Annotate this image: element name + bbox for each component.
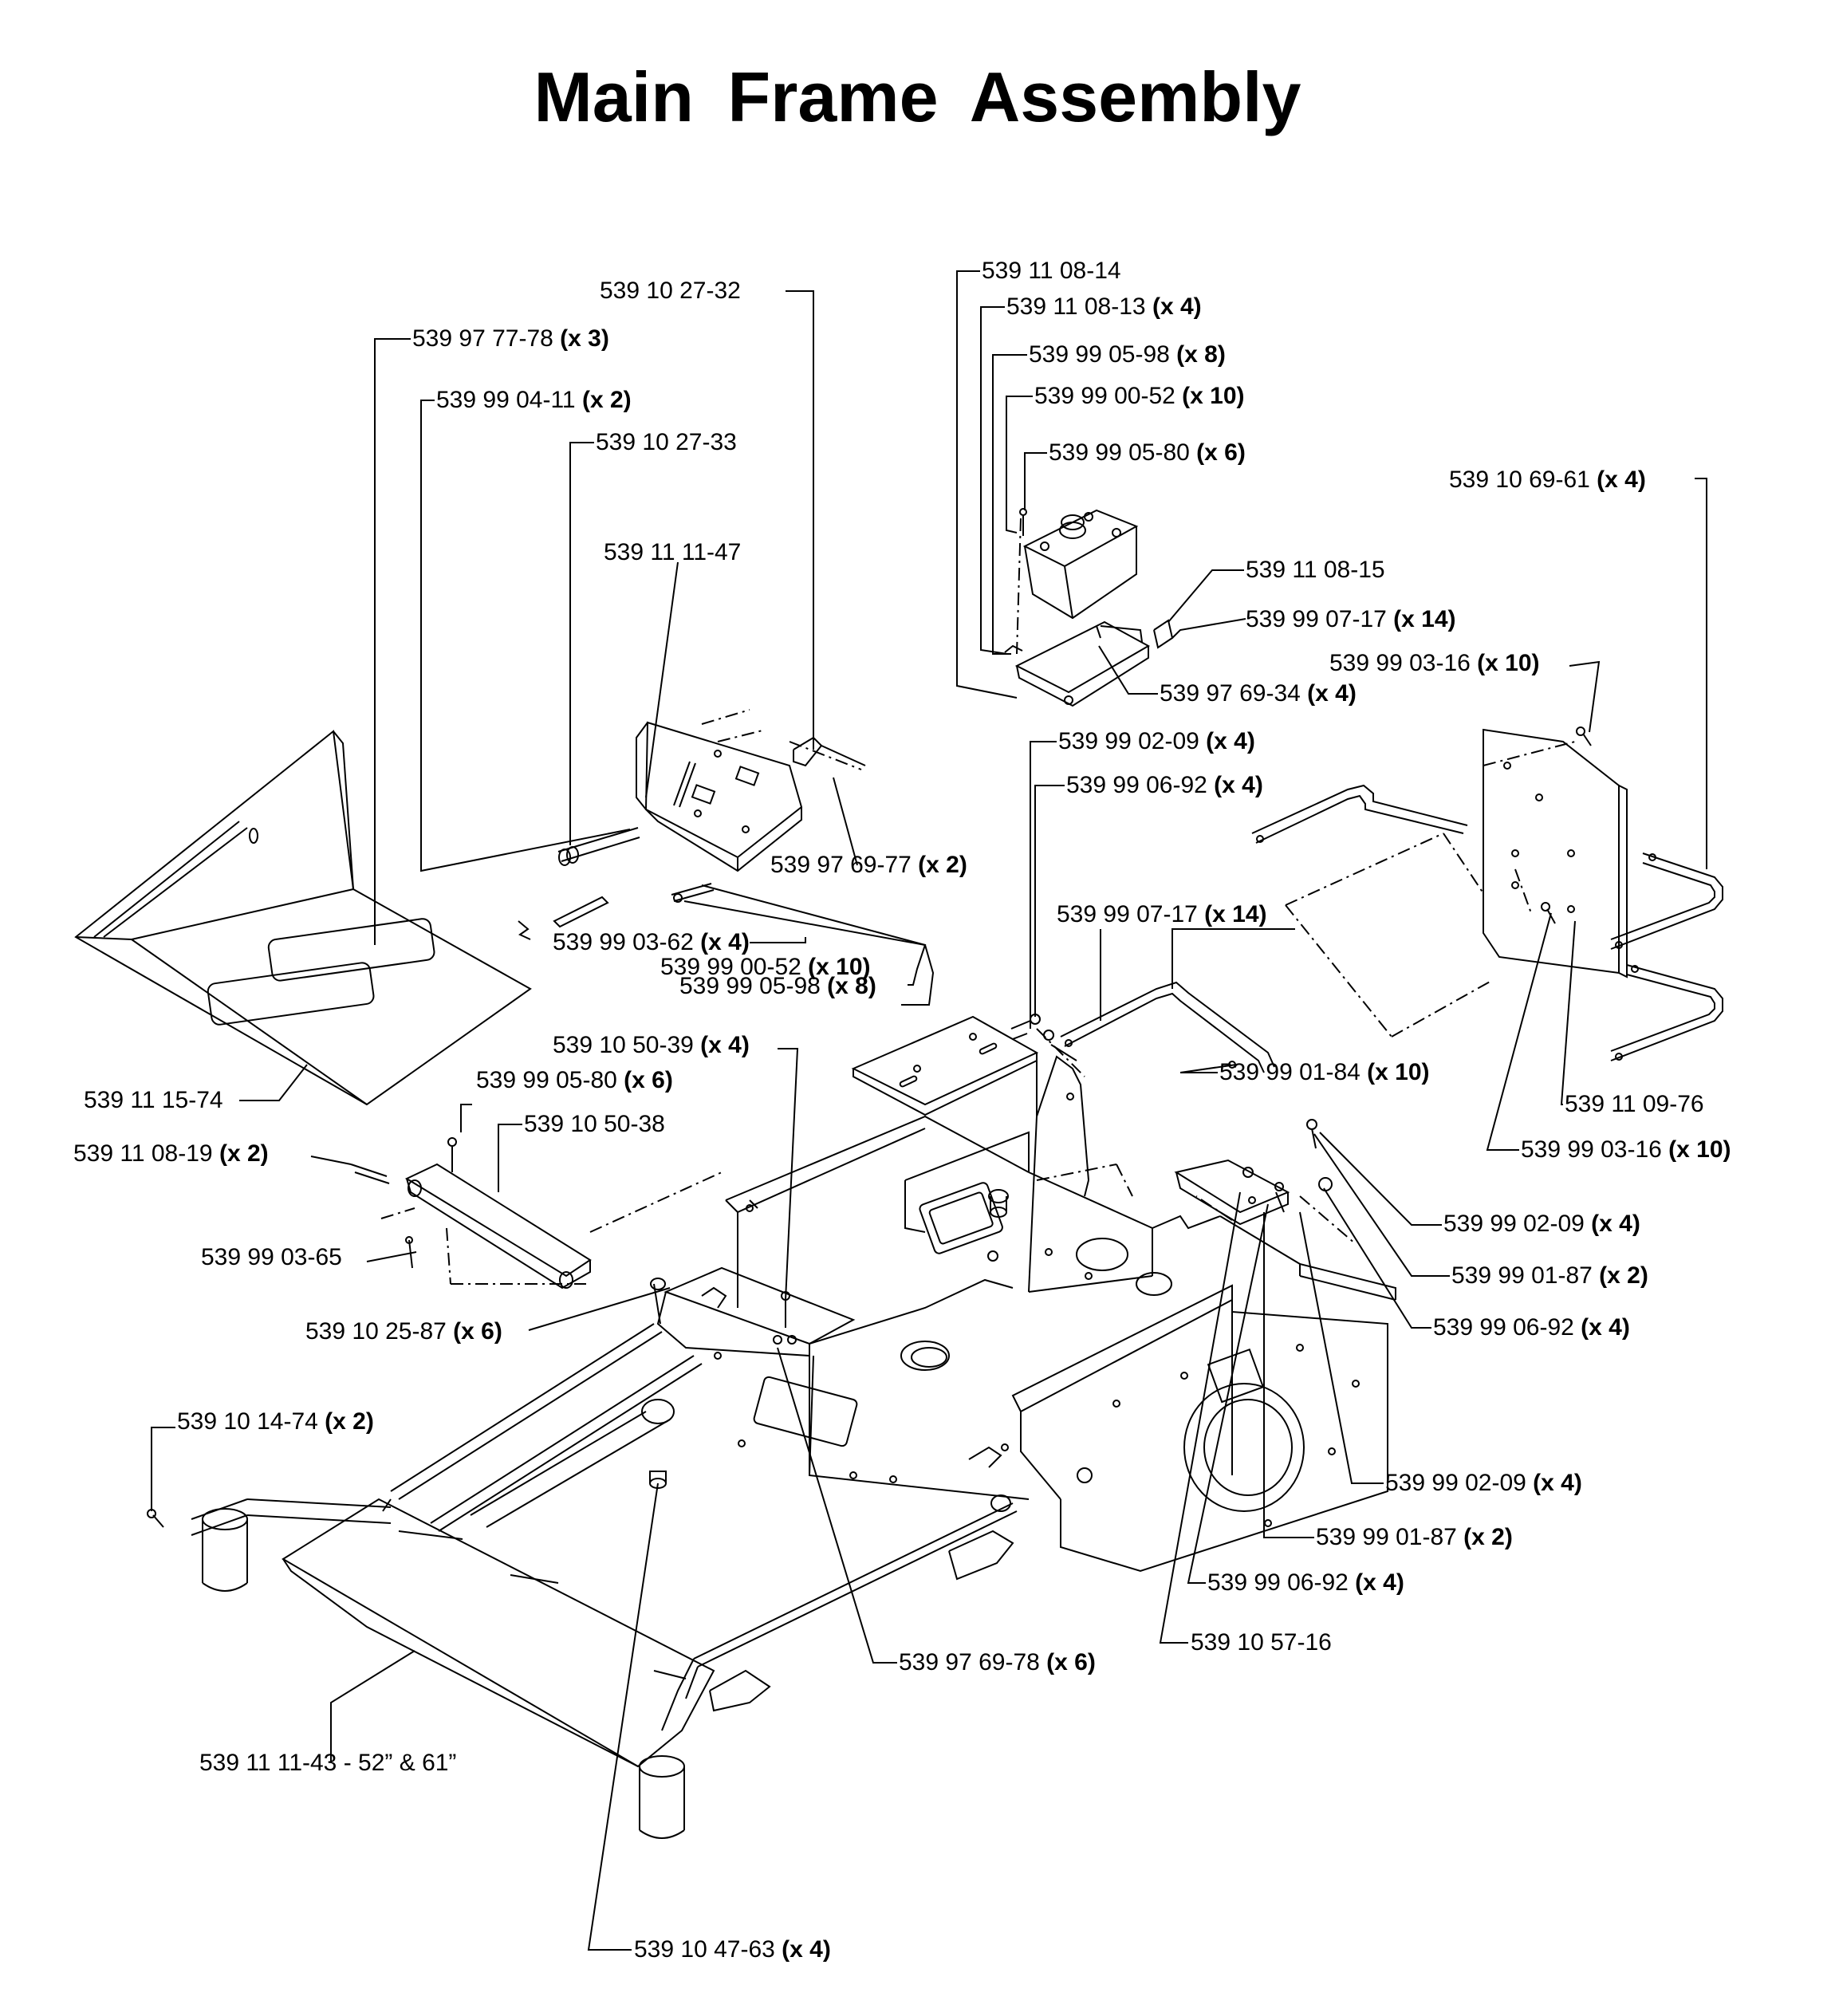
seat-bracket — [557, 709, 866, 872]
callout-33: 539 99 02-09(x 4) — [1058, 728, 1255, 754]
callout-20: 539 97 69-78(x 6) — [899, 1649, 1096, 1675]
callout-29: 539 11 09-76 — [1565, 1091, 1704, 1117]
rear-bumper-tube — [1251, 726, 1723, 1061]
callout-37: 539 11 08-15 — [1246, 557, 1385, 583]
callout-16: 539 10 25-87(x 6) — [305, 1318, 502, 1345]
callout-3: 539 99 04-11(x 2) — [436, 387, 632, 413]
callout-41: 539 99 05-98(x 8) — [1029, 341, 1226, 368]
callout-5: 539 11 11-47 — [604, 539, 742, 565]
floor-pan-plate — [74, 730, 532, 1106]
callout-22: 539 99 06-92(x 4) — [1207, 1569, 1404, 1596]
callout-15: 539 99 03-65 — [201, 1244, 342, 1270]
callout-1: 539 10 27-32 — [600, 278, 741, 304]
callout-34: 539 99 03-16(x 10) — [1329, 650, 1540, 676]
callout-21: 539 10 57-16 — [1191, 1629, 1332, 1656]
callout-7: 539 99 03-62(x 4) — [553, 929, 750, 955]
callout-32: 539 99 06-92(x 4) — [1066, 772, 1263, 798]
callout-4: 539 10 27-33 — [596, 429, 737, 455]
callout-10: 539 11 15-74 — [84, 1087, 223, 1113]
tank-assembly — [1004, 509, 1174, 707]
callout-27: 539 99 02-09(x 4) — [1443, 1211, 1640, 1237]
page-title: Main Frame Assembly — [534, 57, 1301, 136]
callout-31: 539 99 07-17(x 14) — [1057, 901, 1267, 927]
callout-28: 539 99 03-16(x 10) — [1521, 1136, 1731, 1163]
callout-11: 539 10 50-39(x 4) — [553, 1032, 750, 1058]
callout-38: 539 97 69-34(x 4) — [1160, 680, 1357, 707]
leader-lines — [151, 270, 1707, 1951]
callout-36: 539 99 07-17(x 14) — [1246, 606, 1456, 632]
callout-6: 539 97 69-77(x 2) — [770, 852, 967, 878]
left-rear-tube — [1010, 981, 1275, 1077]
callout-17: 539 10 14-74(x 2) — [177, 1408, 374, 1435]
callout-23: 539 99 01-87(x 2) — [1316, 1524, 1513, 1550]
callout-18: 539 11 11-43 - 52” & 61” — [199, 1750, 457, 1776]
callout-42: 539 99 00-52(x 10) — [1034, 383, 1245, 409]
main-frame — [147, 1015, 1396, 1839]
callout-43: 539 99 05-80(x 6) — [1049, 439, 1246, 466]
callout-14: 539 11 08-19(x 2) — [73, 1140, 269, 1167]
callout-13: 539 10 50-38 — [524, 1111, 665, 1137]
callout-39: 539 11 08-14 — [982, 258, 1121, 284]
callout-40: 539 11 08-13(x 4) — [1006, 293, 1202, 320]
callout-25: 539 99 06-92(x 4) — [1433, 1314, 1630, 1341]
callout-19: 539 10 47-63(x 4) — [634, 1936, 831, 1963]
callout-12: 539 99 05-80(x 6) — [476, 1067, 673, 1093]
callout-35: 539 10 69-61(x 4) — [1449, 467, 1646, 493]
callout-24: 539 99 02-09(x 4) — [1385, 1470, 1582, 1496]
callout-8: 539 99 00-52(x 10) — [660, 954, 871, 980]
washer-strip — [553, 896, 609, 928]
callout-26: 539 99 01-87(x 2) — [1451, 1262, 1648, 1289]
callout-2: 539 97 77-78(x 3) — [412, 325, 609, 352]
callout-9: 539 99 05-98(x 8) — [679, 973, 876, 999]
callout-30: 539 99 01-84(x 10) — [1219, 1059, 1430, 1085]
